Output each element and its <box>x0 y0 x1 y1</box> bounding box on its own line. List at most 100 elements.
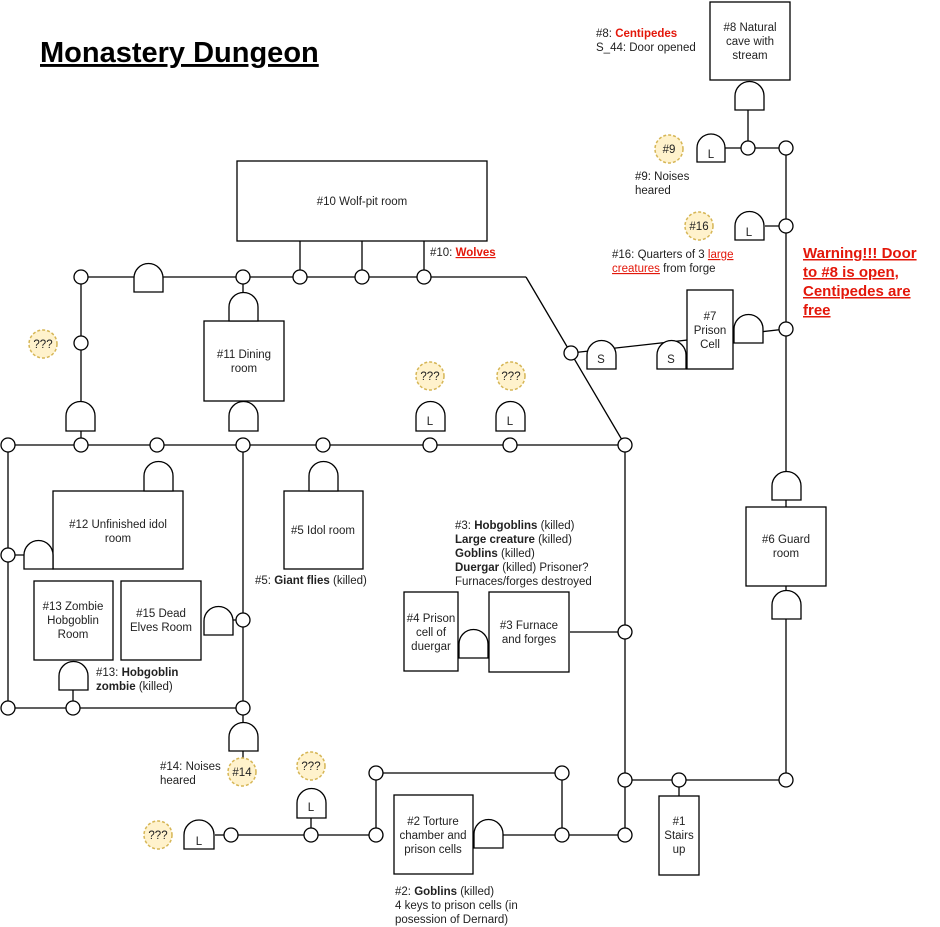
door-room-12-top[interactable] <box>143 460 174 492</box>
note-2-line-3: posession of Dernard) <box>395 914 508 926</box>
room-3-label-1: #3 Furnace <box>500 620 558 632</box>
lock-label: L <box>427 416 434 428</box>
note-9-line-2: heared <box>635 185 671 197</box>
marker-unknown-south-1[interactable]: ??? <box>296 751 326 781</box>
room-7[interactable]: #7 Prison Cell <box>686 289 734 370</box>
marker-unknown-west[interactable]: ??? <box>28 329 58 359</box>
room-1-label-1: #1 <box>673 816 686 828</box>
lock-label: L <box>507 416 514 428</box>
marker-unknown-mid-2[interactable]: ??? <box>496 361 526 391</box>
note-9-line-1: #9: Noises <box>635 171 690 183</box>
warning-note: Warning!!! Door to #8 is open, Centipede… <box>803 245 917 319</box>
door-room-12-west[interactable] <box>23 539 54 570</box>
room-2-label-3: prison cells <box>404 844 462 856</box>
lock-label: L <box>196 836 203 848</box>
locked-door-16[interactable] <box>734 210 765 241</box>
note-10: #10: Wolves <box>430 247 496 259</box>
room-8-label-2: cave with <box>726 36 774 48</box>
note-2-line-1: #2: Goblins (killed) <box>395 886 494 898</box>
room-6-label-1: #6 Guard <box>762 534 810 546</box>
warning-line-1: Warning!!! Door <box>803 245 917 262</box>
room-3[interactable]: #3 Furnace and forges <box>488 591 570 673</box>
door-west-corridor[interactable] <box>65 400 96 432</box>
room-15[interactable]: #15 Dead Elves Room <box>120 580 202 661</box>
secret-door-1[interactable] <box>586 339 617 370</box>
locked-door-south-1[interactable] <box>296 787 327 819</box>
marker-unknown-mid-1[interactable]: ??? <box>415 361 445 391</box>
door-room-15-east[interactable] <box>203 605 234 636</box>
room-5-label: #5 Idol room <box>291 525 355 537</box>
room-1[interactable]: #1 Stairs up <box>658 795 700 876</box>
notes: #8: Centipedes S_44: Door opened #9: Noi… <box>96 28 733 926</box>
locked-door-mid-2[interactable] <box>495 400 526 432</box>
door-room-5-top[interactable] <box>308 460 339 492</box>
note-16-line-1: #16: Quarters of 3 large <box>612 249 733 261</box>
note-16-line-2: creatures from forge <box>612 263 716 275</box>
room-8-label-3: stream <box>732 50 767 62</box>
room-2-label-2: chamber and <box>399 830 466 842</box>
door-room-11-bottom[interactable] <box>228 400 259 432</box>
room-12[interactable]: #12 Unfinished idol room <box>52 490 184 570</box>
room-2[interactable]: #2 Torture chamber and prison cells <box>393 794 474 875</box>
room-13-label-3: Room <box>58 629 89 641</box>
room-15-label-2: Elves Room <box>130 622 192 634</box>
door-south-14[interactable] <box>228 721 259 752</box>
secret-label: S <box>597 354 605 366</box>
note-3-line-3: Goblins (killed) <box>455 548 535 560</box>
marker-9[interactable]: #9 <box>654 134 684 164</box>
marker-unknown-label: ??? <box>148 830 167 842</box>
note-3-line-1: #3: Hobgoblins (killed) <box>455 520 575 532</box>
junctions <box>0 140 794 843</box>
note-3-line-2: Large creature (killed) <box>455 534 572 546</box>
room-7-label-2: Prison <box>694 325 727 337</box>
room-12-label-1: #12 Unfinished idol <box>69 519 167 531</box>
room-10[interactable]: #10 Wolf-pit room <box>236 160 488 242</box>
marker-14-label: #14 <box>232 767 252 779</box>
door-room-11-top[interactable] <box>228 291 259 322</box>
room-6[interactable]: #6 Guard room <box>745 506 827 587</box>
page-title: Monastery Dungeon <box>40 37 319 69</box>
locked-door-south-2[interactable] <box>183 819 215 850</box>
door-room-4-3[interactable] <box>458 628 489 659</box>
room-1-label-2: Stairs <box>664 830 694 842</box>
marker-14[interactable]: #14 <box>227 757 257 787</box>
door-room-8[interactable] <box>734 80 765 111</box>
room-5[interactable]: #5 Idol room <box>283 490 364 570</box>
room-11[interactable]: #11 Dining room <box>203 320 285 402</box>
warning-line-4: free <box>803 302 831 319</box>
warning-line-2: to #8 is open, <box>803 264 899 281</box>
room-8[interactable]: #8 Natural cave with stream <box>709 1 791 81</box>
marker-16[interactable]: #16 <box>684 211 714 241</box>
marker-unknown-label: ??? <box>501 371 520 383</box>
marker-unknown-south-2[interactable]: ??? <box>143 820 173 850</box>
door-room-7-east[interactable] <box>733 313 764 344</box>
marker-unknown-label: ??? <box>33 339 52 351</box>
room-11-label-2: room <box>231 363 257 375</box>
room-4-label-1: #4 Prison <box>407 613 456 625</box>
door-room-13-bottom[interactable] <box>58 660 89 691</box>
door-room-6-bottom[interactable] <box>771 589 802 620</box>
locked-door-mid-1[interactable] <box>415 400 446 432</box>
room-7-label-1: #7 <box>704 311 717 323</box>
warning-line-3: Centipedes are <box>803 283 911 300</box>
door-room-6-top[interactable] <box>771 470 802 501</box>
room-4[interactable]: #4 Prison cell of duergar <box>403 591 459 672</box>
locked-door-9[interactable] <box>696 133 726 163</box>
door-room-2-east[interactable] <box>473 818 504 849</box>
note-14-line-1: #14: Noises <box>160 761 221 773</box>
room-13[interactable]: #13 Zombie Hobgoblin Room <box>33 580 114 661</box>
door-letters: L L L L L L S S <box>196 149 753 848</box>
secret-door-2[interactable] <box>656 339 687 370</box>
room-7-label-3: Cell <box>700 339 720 351</box>
room-4-label-2: cell of <box>416 627 447 639</box>
lock-label: L <box>708 149 715 161</box>
room-8-label-1: #8 Natural <box>723 22 776 34</box>
note-3-line-4: Duergar (killed) Prisoner? <box>455 562 589 574</box>
room-3-label-2: and forges <box>502 634 557 646</box>
secret-label: S <box>667 354 675 366</box>
room-4-label-3: duergar <box>411 641 451 653</box>
door-wolf-west[interactable] <box>133 262 164 293</box>
room-13-label-2: Hobgoblin <box>47 615 99 627</box>
room-6-label-2: room <box>773 548 799 560</box>
